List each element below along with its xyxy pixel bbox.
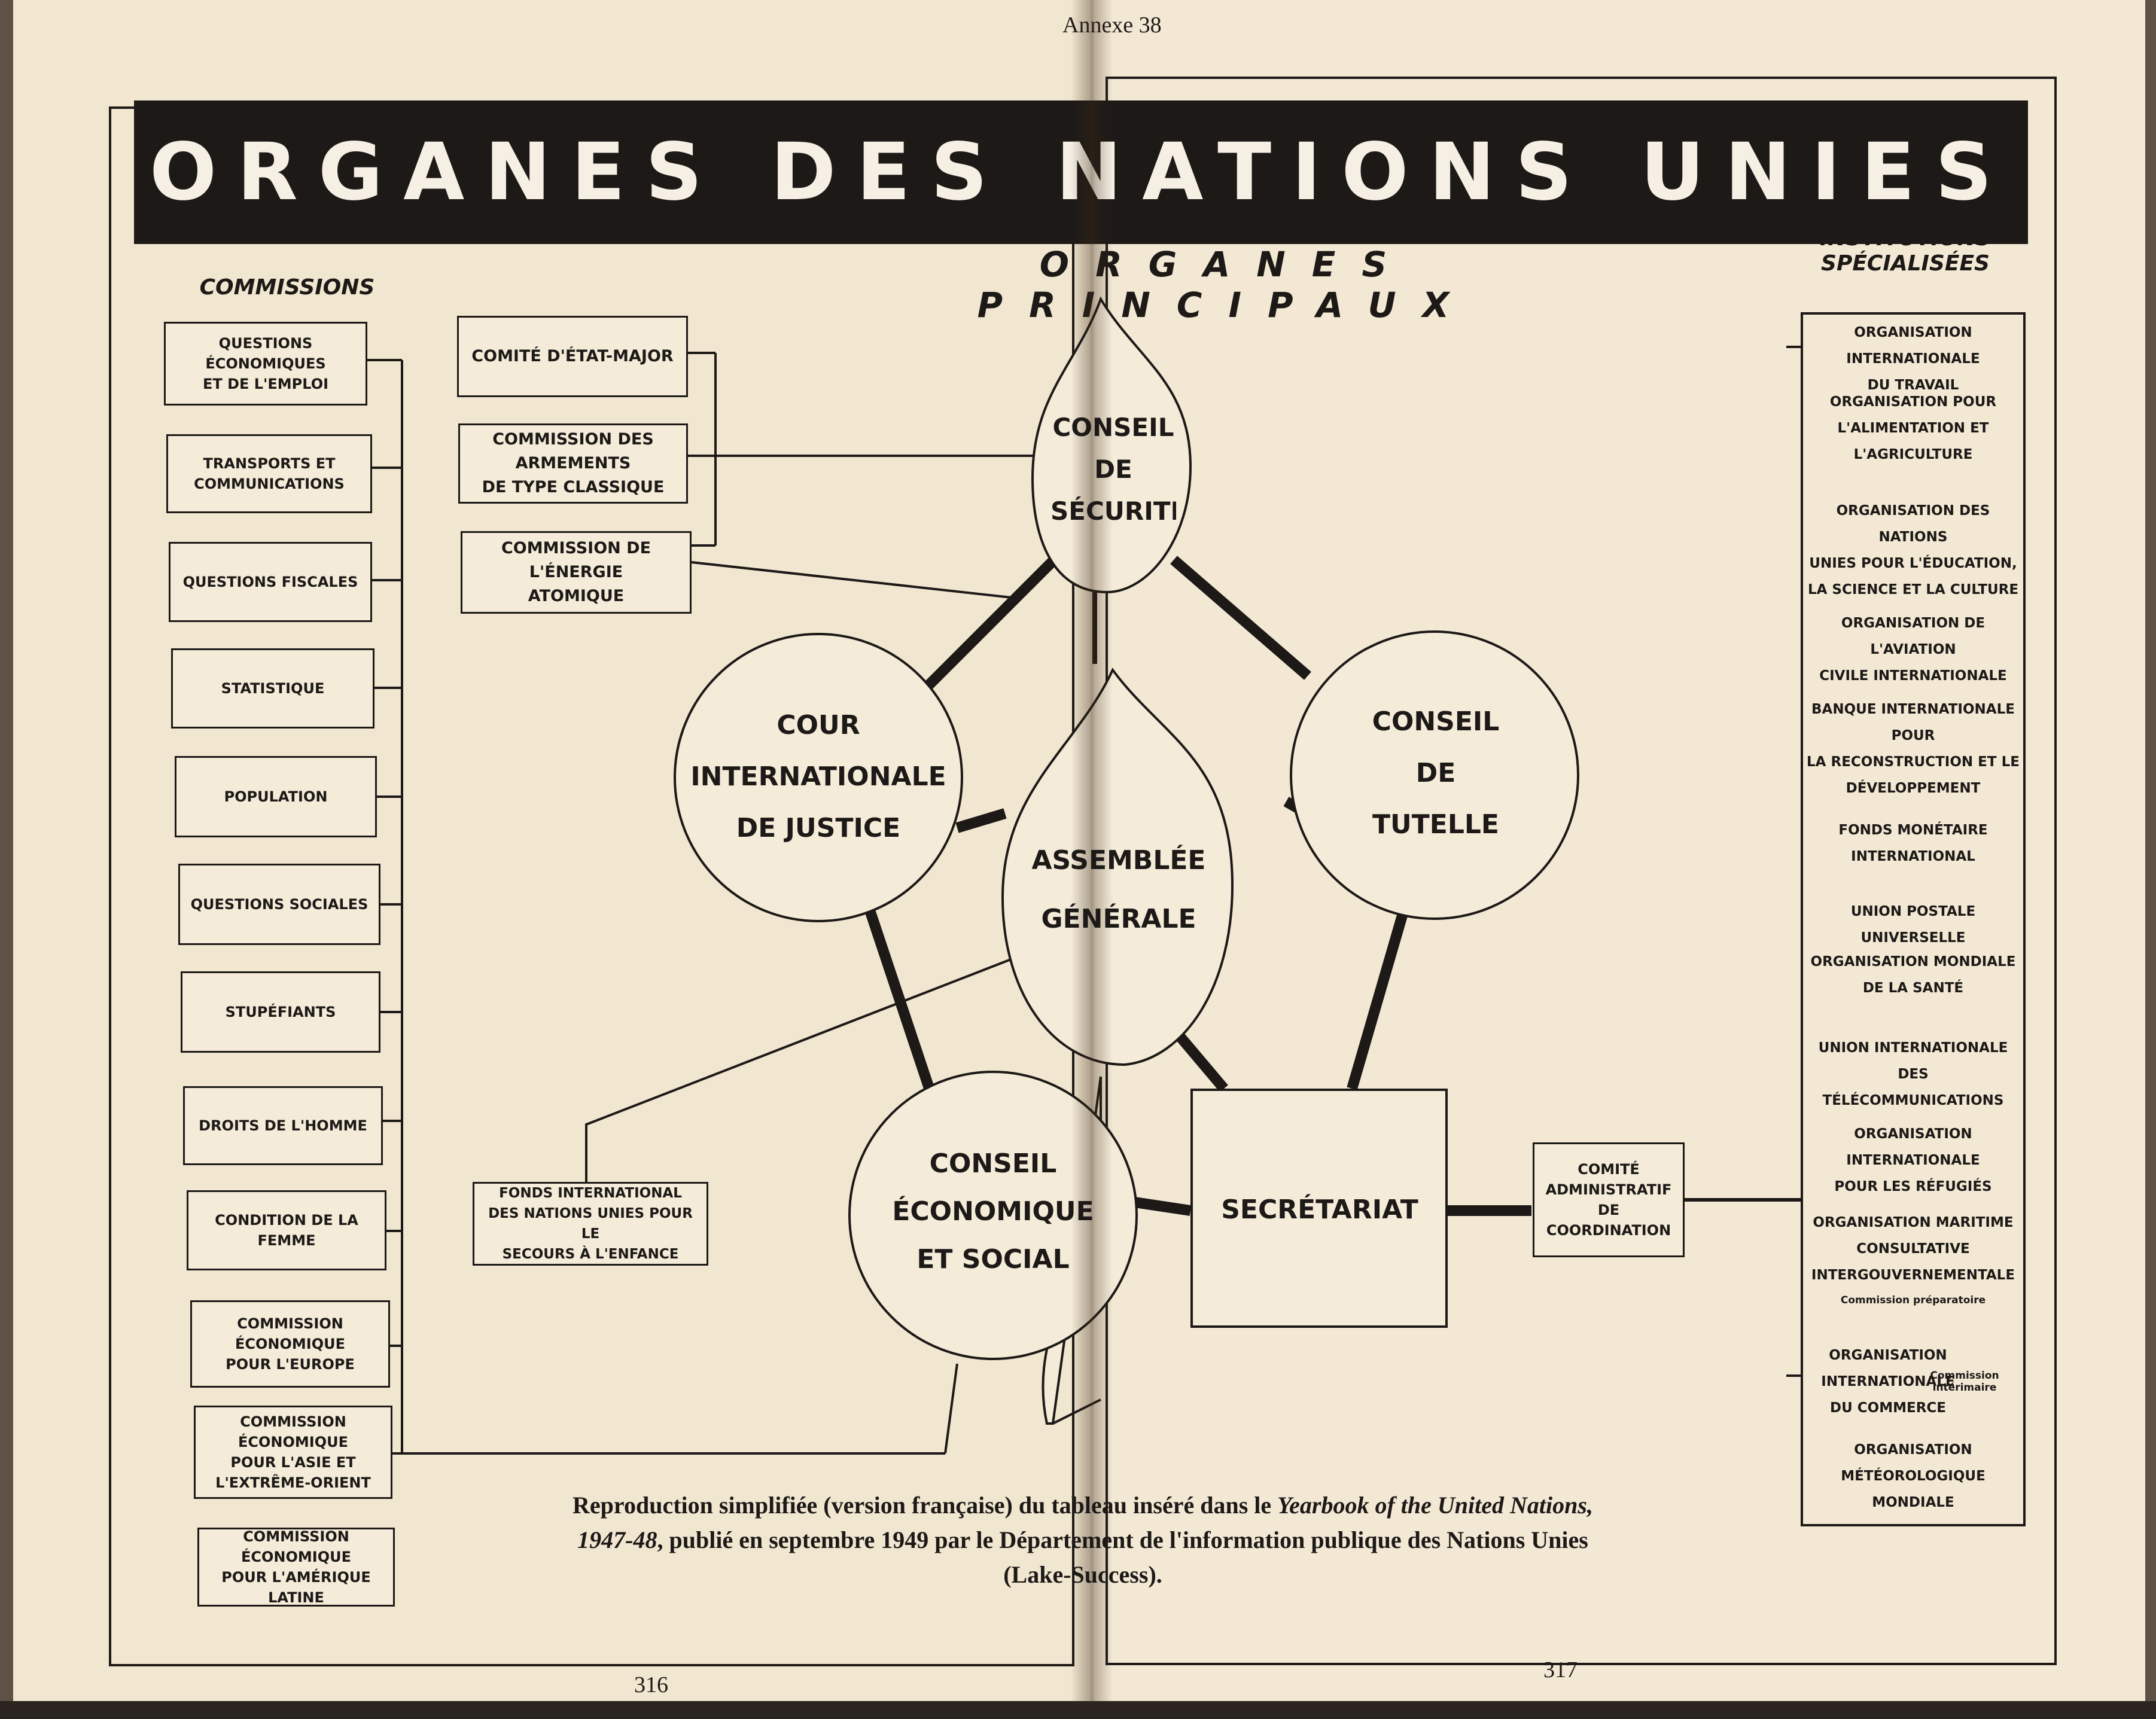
secretariat-label: SECRÉTARIAT [1221,1194,1418,1225]
commissions-bracket [367,359,945,1455]
military-staff-committee-box: COMITÉ D'ÉTAT-MAJOR [457,316,688,397]
unicef-box: FONDS INTERNATIONAL DES NATIONS UNIES PO… [473,1182,708,1266]
book-gutter [1071,0,1113,1719]
subtitle: ORGANES PRINCIPAUX [977,244,1476,325]
ecosoc-links [585,956,1101,1454]
institution-note: Commission préparatoire [1840,1294,1986,1306]
institution-item: ORGANISATION DES NATIONS UNIES POUR L'ÉD… [1807,503,2019,598]
commission-box: QUESTIONS SOCIALES [178,864,380,945]
court-circle [674,633,963,922]
caption-text: Reproduction simplifiée (version françai… [573,1492,1278,1519]
chart-title: ORGANES DES NATIONS UNIES [134,100,2028,244]
ecosoc-label: CONSEIL ÉCONOMIQUE ET SOCIAL [892,1148,1094,1275]
commissions-heading: COMMISSIONS [199,275,375,300]
organ-links [862,539,1531,1216]
institution-ticks [1786,346,1801,1377]
institutions-heading: INSTITUTIONS SPÉCIALISÉES [1820,226,1991,276]
page-number-left: 316 [634,1672,668,1697]
commission-box: STATISTIQUE [171,648,374,729]
institution-note: Commission intérimaire [1930,1370,1999,1394]
institution-item: FONDS MONÉTAIRE INTERNATIONAL [1838,822,1988,864]
running-head: Annexe 38 [1062,13,1162,38]
coordination-committee-box: COMITÉ ADMINISTRATIF DE COORDINATION [1533,1142,1685,1257]
caption-italic: Yearbook of the United Nations, 1947-48 [577,1492,1593,1553]
commission-box: COMMISSION ÉCONOMIQUE POUR L'EUROPE [190,1300,390,1388]
commission-box: COMMISSION ÉCONOMIQUE POUR L'ASIE ET L'E… [194,1406,392,1499]
right-page [1090,0,2145,1719]
institution-item: UNION INTERNATIONALE DES TÉLÉCOMMUNICATI… [1818,1040,2008,1108]
institution-item: ORGANISATION POUR L'ALIMENTATION ET L'AG… [1829,394,1997,462]
institution-item: ORGANISATION INTERNATIONALE POUR LES RÉF… [1834,1126,1992,1194]
security-council-shape [1031,296,1192,594]
institutions-frame [1801,312,2026,1526]
security-bracket [688,352,1034,599]
security-council-label: CONSEIL DE SÉCURITÉ [1050,413,1176,526]
trusteeship-label: CONSEIL DE TUTELLE [1372,706,1500,840]
commission-box: QUESTIONS FISCALES [169,542,372,622]
ecosoc-circle [848,1071,1138,1360]
commission-box: POPULATION [175,756,377,837]
commission-box: DROITS DE L'HOMME [183,1086,383,1165]
institution-item: ORGANISATION DE L'AVIATION CIVILE INTERN… [1819,615,2007,684]
institution-item: ORGANISATION MÉTÉOROLOGIQUE MONDIALE [1841,1442,1986,1510]
commission-box: STUPÉFIANTS [181,971,380,1053]
trusteeship-circle [1290,630,1579,920]
atomic-energy-box: COMMISSION DE L'ÉNERGIE ATOMIQUE [461,531,692,614]
institution-item: UNION POSTALE UNIVERSELLE [1850,904,1976,946]
commission-box: TRANSPORTS ET COMMUNICATIONS [166,434,372,513]
commission-box: CONDITION DE LA FEMME [187,1190,386,1270]
institution-item: ORGANISATION MARITIME CONSULTATIVE INTER… [1811,1215,2015,1283]
conventional-armaments-box: COMMISSION DES ARMEMENTS DE TYPE CLASSIQ… [458,423,688,504]
commission-box: COMMISSION ÉCONOMIQUE POUR L'AMÉRIQUE LA… [197,1528,395,1607]
page-number-right: 317 [1543,1657,1578,1683]
general-assembly-shape [1001,668,1234,1066]
caption-text: , publié en septembre 1949 par le Départ… [657,1526,1588,1588]
institution-item: BANQUE INTERNATIONALE POUR LA RECONSTRUC… [1807,702,2020,796]
institution-item: ORGANISATION MONDIALE DE LA SANTÉ [1810,954,2016,996]
bottom-edge [0,1701,2156,1719]
institution-item: ORGANISATION INTERNATIONALE DU TRAVAIL [1846,325,1980,393]
court-label: COUR INTERNATIONALE DE JUSTICE [690,710,946,843]
caption: Reproduction simplifiée (version françai… [562,1488,1603,1592]
secretariat-box [1190,1089,1448,1328]
general-assembly-label: ASSEMBLÉE GÉNÉRALE [1031,845,1206,934]
commission-box: QUESTIONS ÉCONOMIQUES ET DE L'EMPLOI [164,322,367,406]
institution-item: ORGANISATION INTERNATIONALE DU COMMERCE [1821,1348,1955,1416]
